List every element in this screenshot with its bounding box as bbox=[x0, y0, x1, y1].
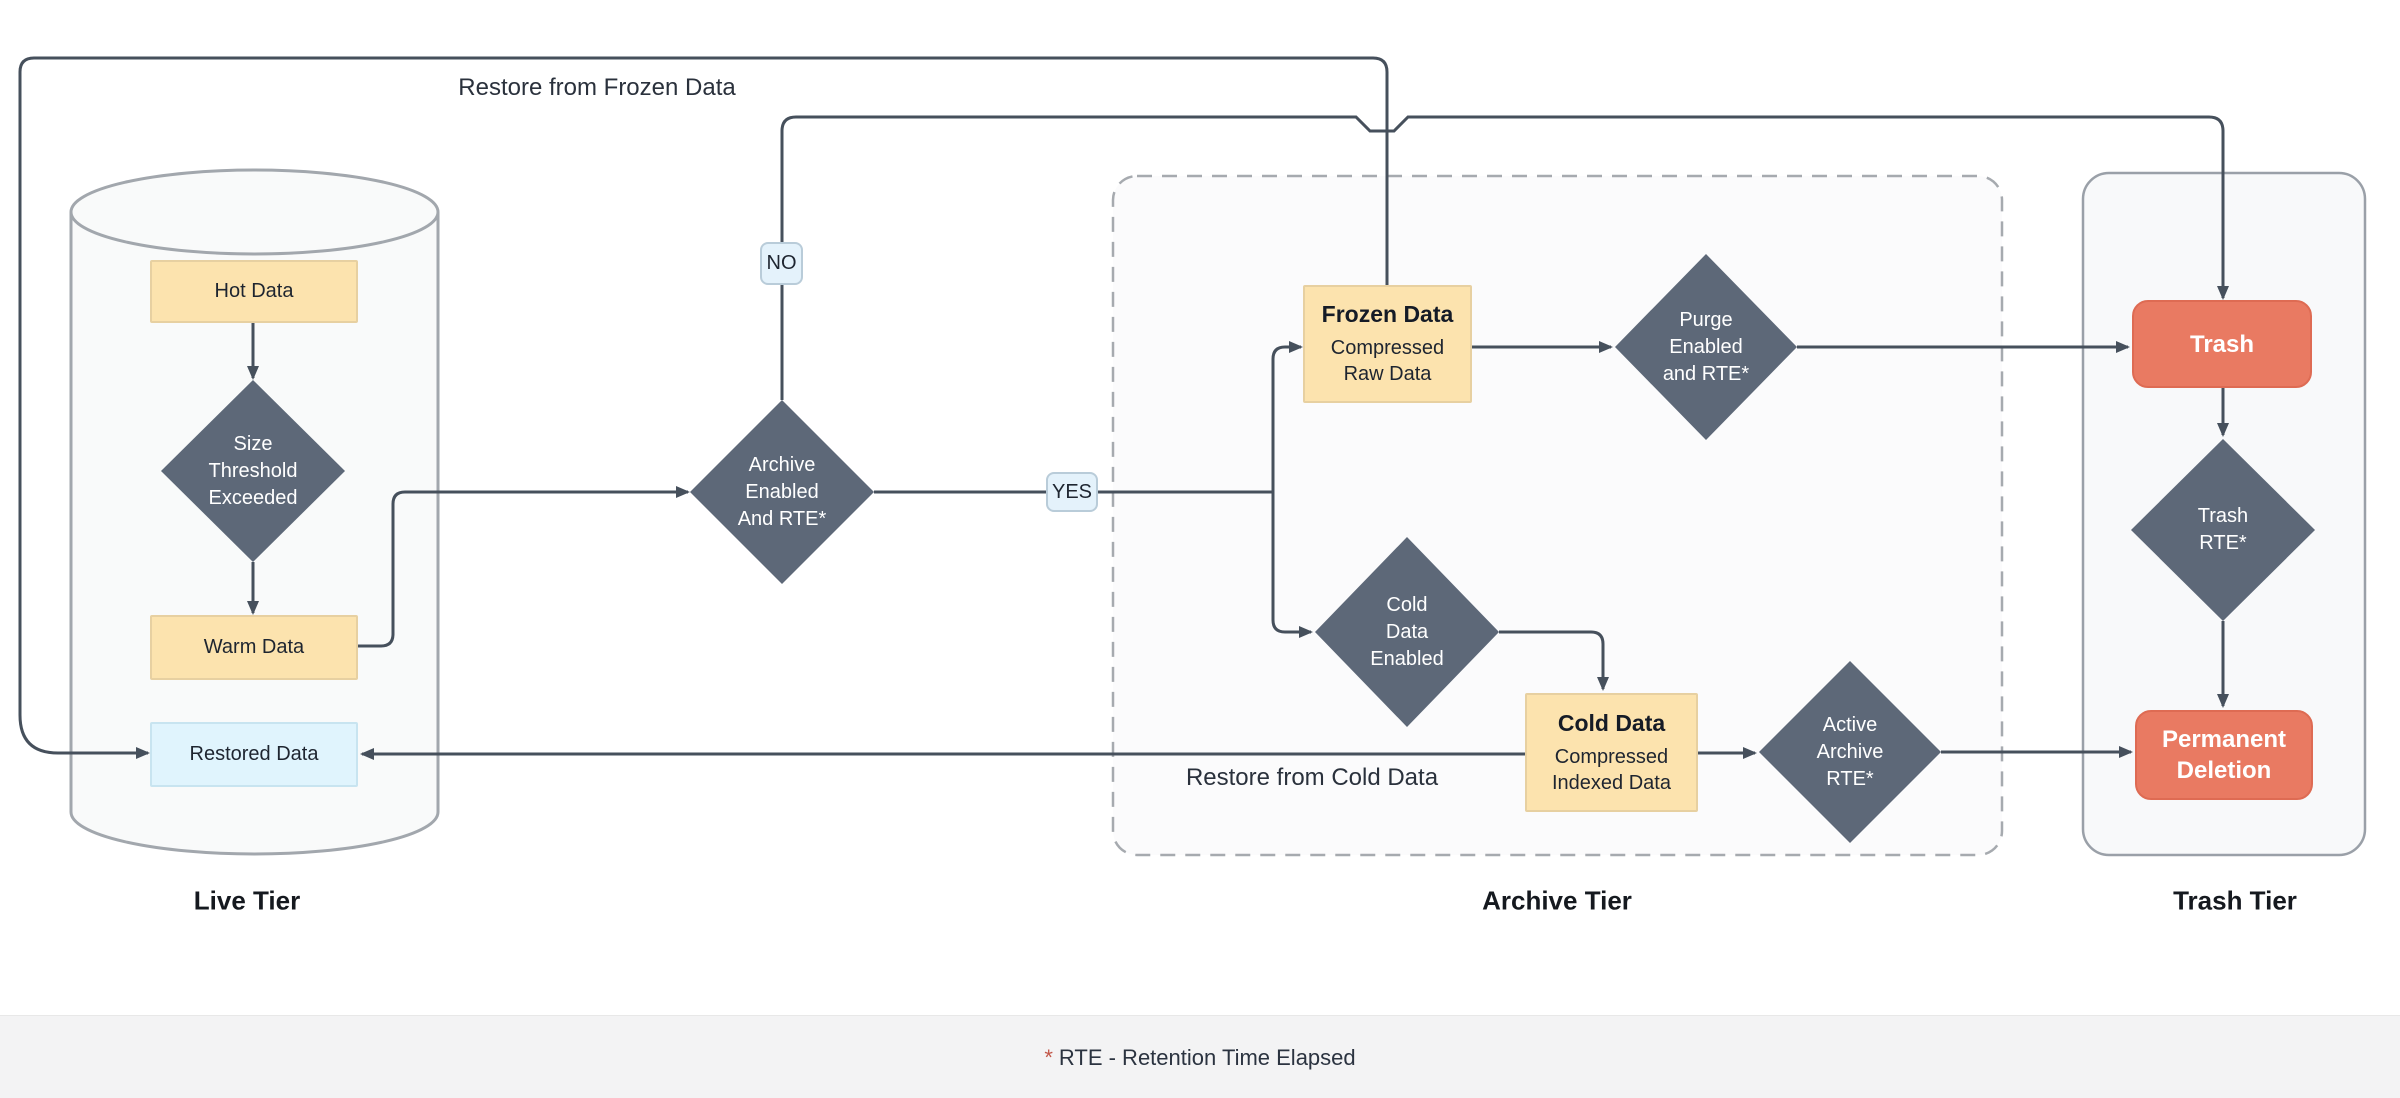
node-active-archive-line3: RTE* bbox=[1826, 767, 1874, 790]
node-permanent-deletion-line1: Permanent bbox=[2161, 726, 2287, 753]
node-restored-data: Restored Data bbox=[150, 722, 358, 787]
node-archive-enabled-line3: And RTE* bbox=[737, 507, 827, 530]
node-archive-enabled-line1: Archive bbox=[748, 453, 816, 476]
node-cold-data-title: Cold Data bbox=[1557, 709, 1666, 736]
edge-no-to-trash bbox=[780, 115, 2229, 400]
branch-label-no-text: NO bbox=[766, 252, 797, 274]
node-trash-rte-line1: Trash bbox=[2197, 505, 2249, 527]
edge-cold-enabled-to-cold bbox=[1499, 630, 1609, 691]
node-purge-enabled-line2: Enabled bbox=[1669, 335, 1743, 358]
live-tier-cylinder-top bbox=[69, 168, 440, 256]
node-hot-data: Hot Data bbox=[150, 260, 358, 323]
node-size-threshold-line3: Exceeded bbox=[208, 486, 298, 509]
node-trash: Trash bbox=[2132, 300, 2312, 388]
node-permanent-deletion: Permanent Deletion bbox=[2135, 710, 2313, 800]
footer-note-text: RTE - Retention Time Elapsed bbox=[1058, 1044, 1356, 1070]
trash-tier-label: Trash Tier bbox=[2173, 885, 2297, 916]
node-cold-data-sub2: Indexed Data bbox=[1552, 771, 1671, 794]
footer-asterisk: * bbox=[1044, 1044, 1053, 1070]
node-trash-rte-line2: RTE* bbox=[2199, 532, 2247, 554]
branch-label-no: NO bbox=[760, 242, 803, 285]
node-size-threshold-line2: Threshold bbox=[208, 459, 298, 482]
node-active-archive-line2: Archive bbox=[1816, 740, 1884, 763]
footer-note-bar: * RTE - Retention Time Elapsed bbox=[0, 1015, 2400, 1098]
node-archive-enabled-line2: Enabled bbox=[745, 480, 819, 503]
node-frozen-data: Frozen Data Compressed Raw Data bbox=[1303, 285, 1472, 403]
node-restored-data-label: Restored Data bbox=[189, 743, 319, 765]
node-size-threshold-line1: Size bbox=[233, 432, 273, 455]
node-cold-data-enabled-line2: Data bbox=[1385, 620, 1429, 643]
archive-tier-label: Archive Tier bbox=[1482, 885, 1632, 916]
edge-restore-from-frozen bbox=[18, 56, 1389, 759]
node-cold-data-sub1: Compressed bbox=[1554, 745, 1669, 768]
node-trash-label: Trash bbox=[2189, 330, 2255, 358]
node-cold-data-enabled-line1: Cold bbox=[1386, 593, 1428, 616]
node-warm-data-label: Warm Data bbox=[203, 636, 305, 658]
restore-from-cold-label: Restore from Cold Data bbox=[1185, 764, 1439, 791]
node-frozen-data-sub1: Compressed bbox=[1330, 337, 1445, 359]
restore-from-frozen-label: Restore from Frozen Data bbox=[458, 74, 736, 101]
node-active-archive-line1: Active bbox=[1822, 713, 1878, 736]
node-frozen-data-sub2: Raw Data bbox=[1343, 363, 1432, 385]
node-purge-enabled-line3: and RTE* bbox=[1662, 362, 1750, 385]
node-hot-data-label: Hot Data bbox=[214, 280, 294, 302]
node-warm-data: Warm Data bbox=[150, 615, 358, 680]
node-cold-data-enabled-line3: Enabled bbox=[1370, 647, 1444, 670]
branch-label-yes: YES bbox=[1046, 472, 1098, 512]
live-tier-label: Live Tier bbox=[193, 885, 301, 916]
edge-warm-to-archive-enabled bbox=[358, 486, 690, 648]
node-cold-data: Cold Data Compressed Indexed Data bbox=[1525, 693, 1698, 812]
node-frozen-data-title: Frozen Data bbox=[1321, 301, 1454, 327]
node-permanent-deletion-line2: Deletion bbox=[2176, 757, 2272, 784]
edge-yes-to-cold-enabled bbox=[1271, 492, 1313, 638]
node-purge-enabled-line1: Purge bbox=[1679, 308, 1733, 331]
edge-yes-to-frozen bbox=[1271, 341, 1303, 492]
branch-label-yes-text: YES bbox=[1051, 480, 1093, 503]
